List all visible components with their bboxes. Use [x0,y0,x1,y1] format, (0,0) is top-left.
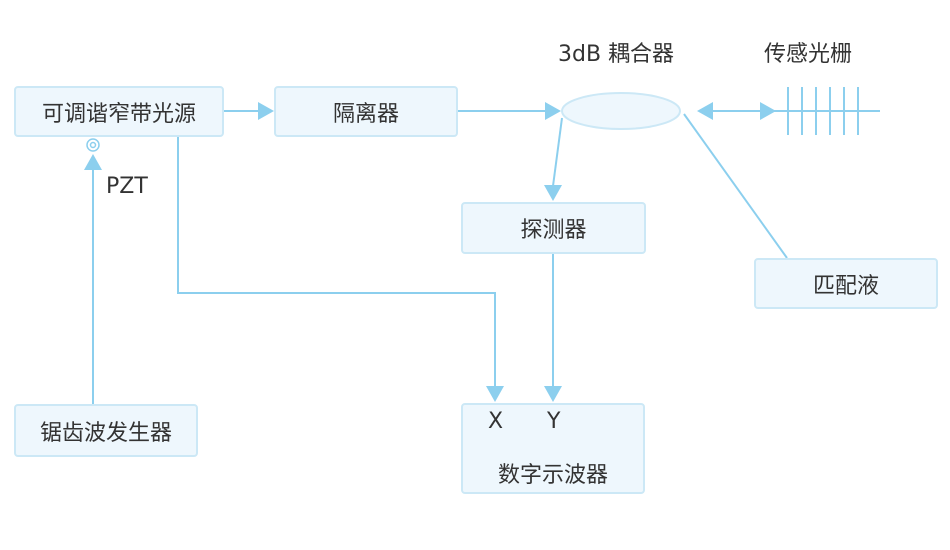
oscilloscope-label: 数字示波器 [497,463,608,488]
arrowhead-osc-x [486,386,504,402]
arrowhead-coupler-in [545,102,561,120]
isolator-box: 隔离器 [274,86,458,137]
sawtooth-generator-box: 锯齿波发生器 [14,404,198,457]
edge-laser-osc-x [177,137,496,387]
arrowhead-pzt [84,154,102,170]
osc-x-label: X [488,409,504,434]
oscilloscope-box: X Y 数字示波器 [461,403,645,494]
grating-symbol [787,87,859,135]
arrowhead-isolator [258,102,274,120]
laser-box: 可调谐窄带光源 [14,86,224,137]
edge-coupler-matching [683,113,788,259]
arrowhead-coupler-from-grating [697,102,713,120]
arrowhead-detector [544,185,562,201]
grating-label: 传感光栅 [764,42,853,67]
arrowhead-grating [760,102,776,120]
coupler-label: 3dB 耦合器 [558,42,675,67]
edge-coupler-detector [552,117,563,187]
pzt-label: PZT [106,174,148,199]
coupler-ellipse [561,92,681,130]
osc-y-label: Y [547,409,561,434]
pzt-marker [86,138,100,152]
arrowhead-osc-y [544,386,562,402]
matching-liquid-box: 匹配液 [754,258,938,309]
detector-box: 探测器 [461,202,646,254]
